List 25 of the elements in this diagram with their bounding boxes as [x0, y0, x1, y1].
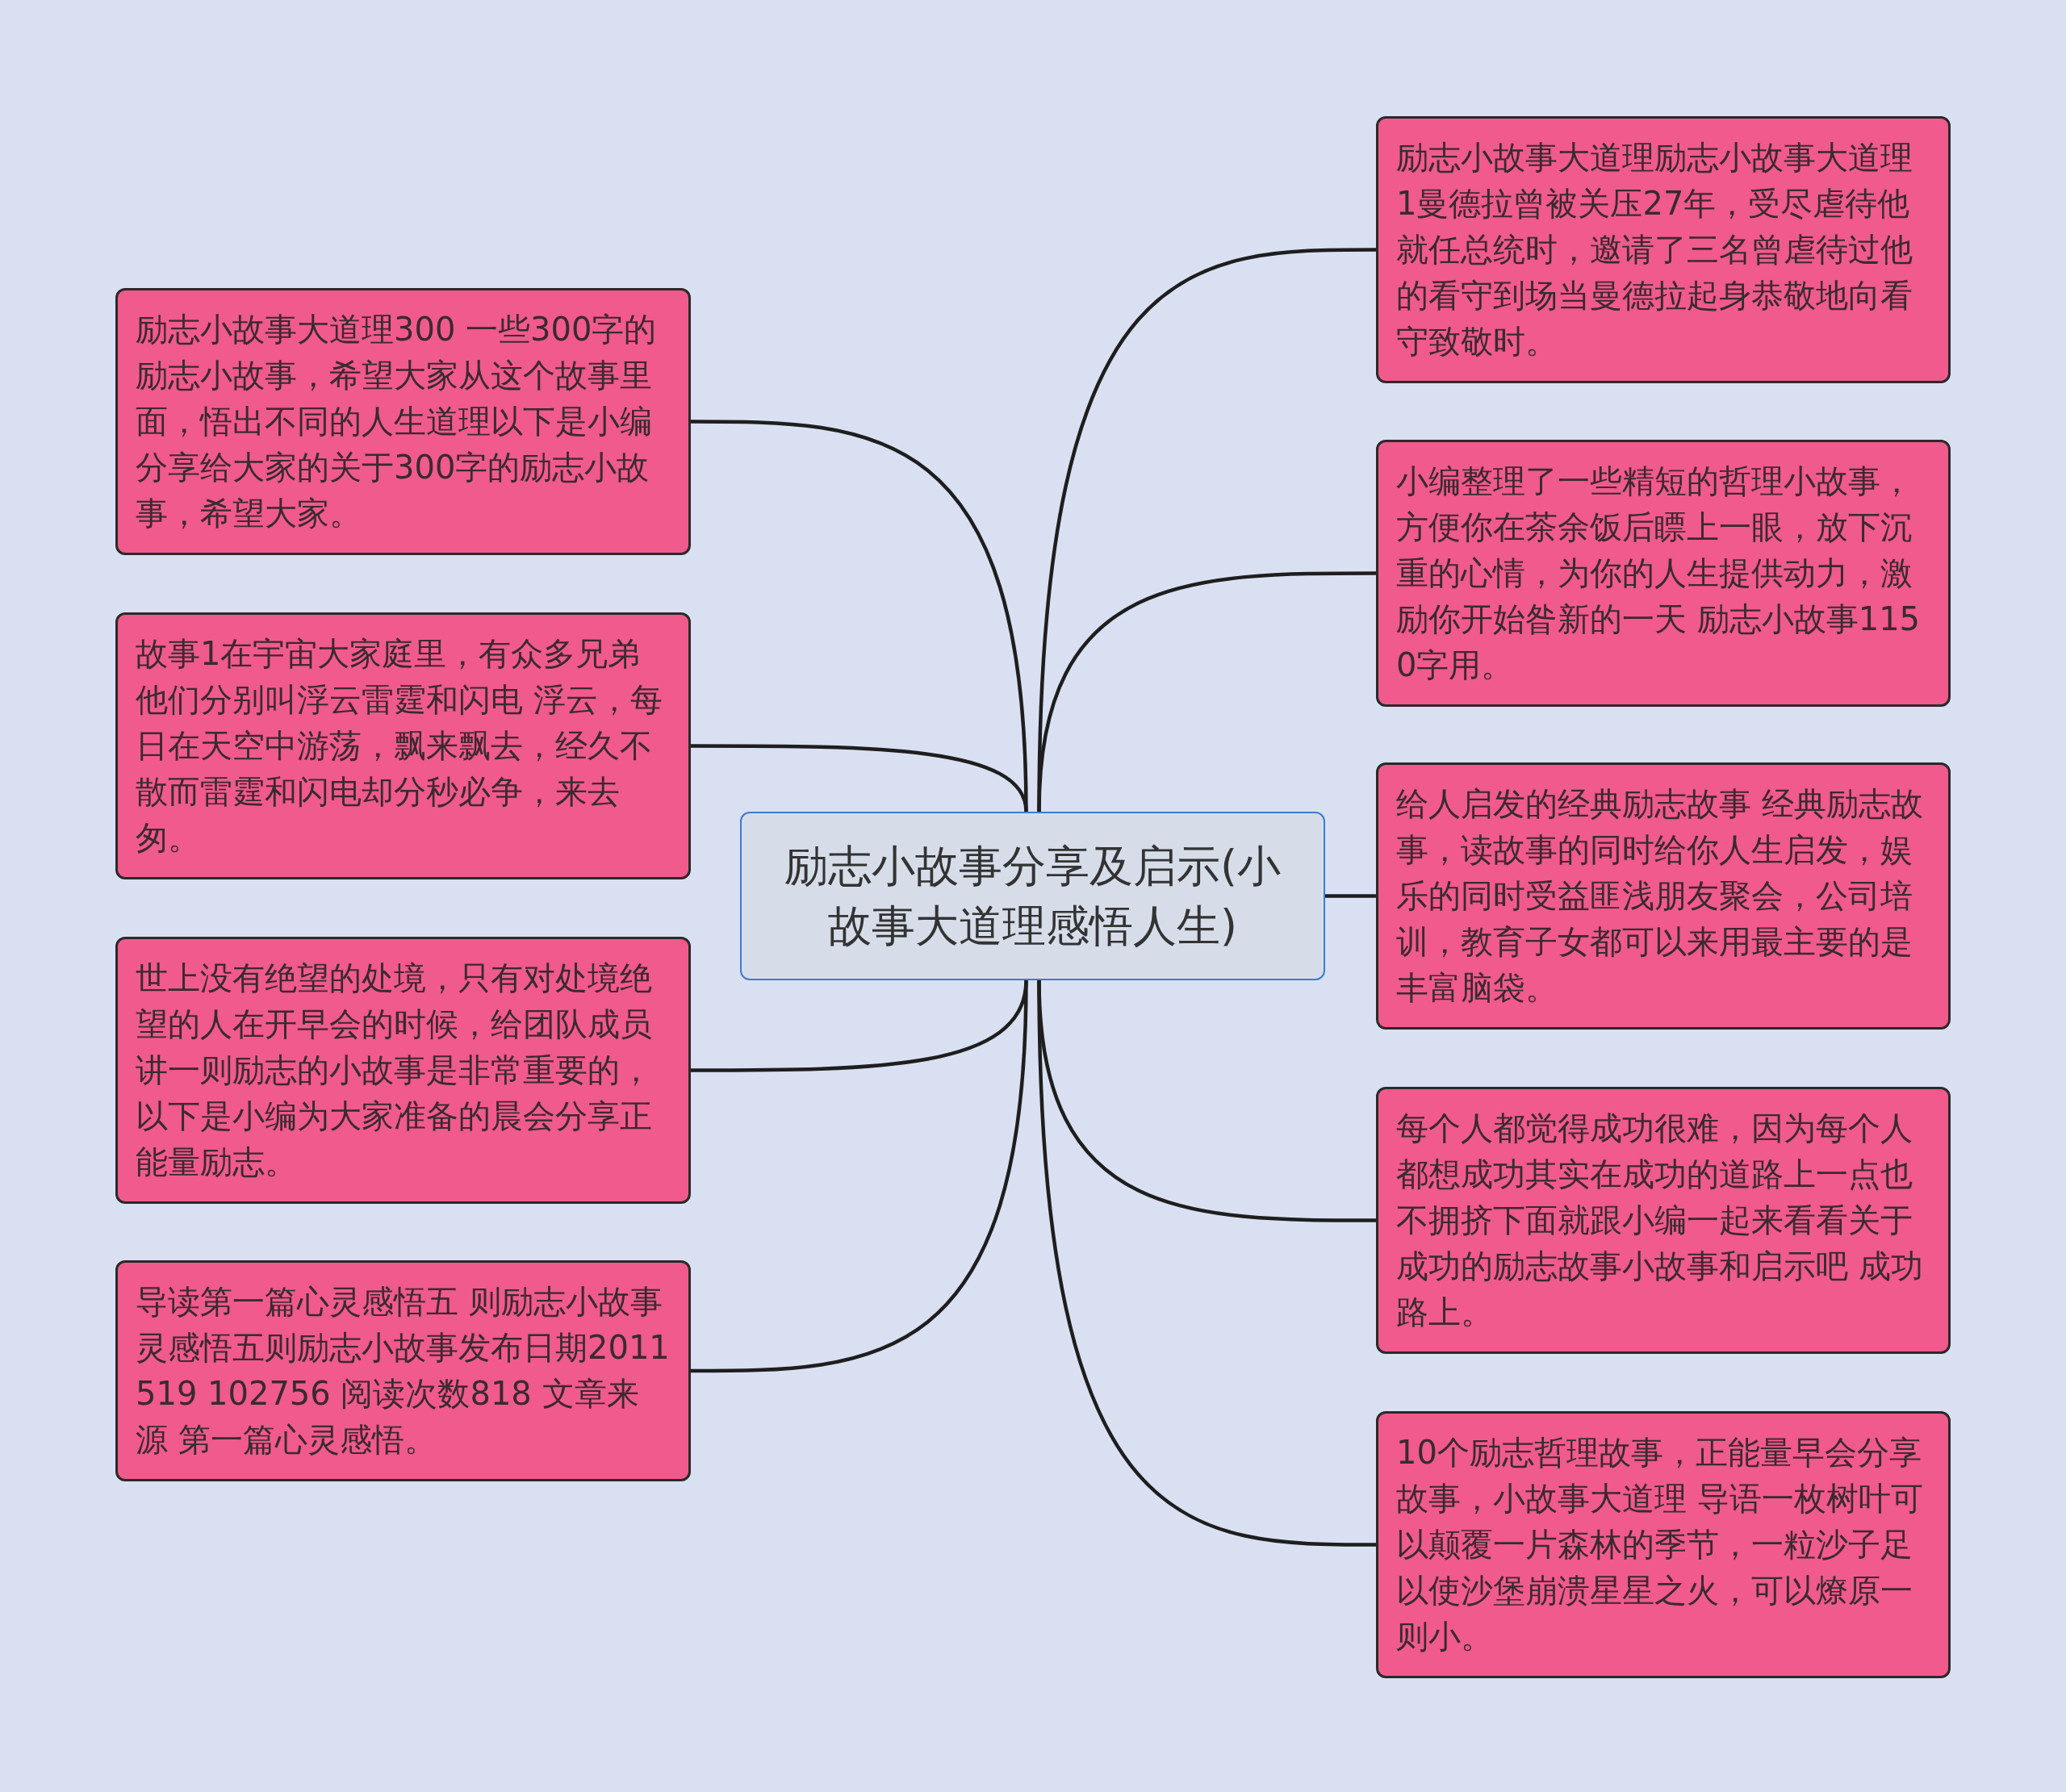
topic-box [1376, 440, 1951, 707]
topic-box [1376, 1411, 1951, 1678]
connector-line [1325, 894, 1376, 898]
topic-box [1376, 762, 1951, 1030]
connector-line [691, 744, 1028, 812]
topic-text: 励志小故事大道理300 一些300字的励志小故事，希望大家从这个故事里面，悟出不同的人生道理以下是小编分享给大家的关于300字的励志小故事，希望大家。 [136, 310, 658, 533]
topic-text: 给人启发的经典励志故事 经典励志故事，读故事的同时给你人生启发，娱乐的同时受益匪浅朋友聚会，公司培训，教育子女都可以来用最主要的是丰富脑袋。 [1396, 784, 1924, 1008]
topic-box [115, 612, 691, 879]
topic-text: 导读第一篇心灵感悟五 则励志小故事灵感悟五则励志小故事发布日期2011519 102756 阅读次数818 文章来源 第一篇心灵感悟。 [136, 1282, 671, 1460]
topic-text: 每个人都觉得成功很难，因为每个人都想成功其实在成功的道路上一点也不拥挤下面就跟小编一起来看看关于成功的励志故事小故事和启示吧 成功路上。 [1396, 1109, 1924, 1332]
topic-box [115, 1260, 691, 1481]
connector-line [1037, 571, 1376, 812]
topic-box [115, 288, 691, 555]
connector-line [1037, 980, 1376, 1547]
central-topic-text: 励志小故事分享及启示(小故事大道理感悟人生) [783, 839, 1282, 953]
topic-text: 小编整理了一些精短的哲理小故事，方便你在茶余饭后瞟上一眼，放下沉重的心情，为你的人生提供动力，激励你开始昝新的一天 励志小故事1150字用。 [1396, 462, 1922, 685]
topic-text: 励志小故事大道理励志小故事大道理1曼德拉曾被关压27年，受尽虐待他就任总统时，邀请了三名曾虐待过他的看守到场当曼德拉起身恭敬地向看守致敬时。 [1396, 138, 1913, 361]
connector-line [691, 980, 1028, 1373]
topic-text: 10个励志哲理故事，正能量早会分享故事，小故事大道理 导语一枚树叶可以颠覆一片森林的季节，一粒沙子足以使沙堡崩溃星星之火，可以燎原一则小。 [1396, 1433, 1924, 1656]
topic-box [1376, 1087, 1951, 1354]
topic-box [115, 937, 691, 1204]
topic-text: 故事1在宇宙大家庭里，有众多兄弟他们分别叫浮云雷霆和闪电 浮云，每日在天空中游荡，飘来飘去，经久不散而雷霆和闪电却分秒必争，来去匆。 [136, 634, 663, 858]
topic-box [1376, 116, 1951, 383]
topic-text: 世上没有绝望的处境，只有对处境绝望的人在开早会的时候，给团队成员讲一则励志的小故事是非常重要的，以下是小编为大家准备的晨会分享正能量励志。 [136, 959, 653, 1182]
central-topic-box [740, 812, 1325, 980]
